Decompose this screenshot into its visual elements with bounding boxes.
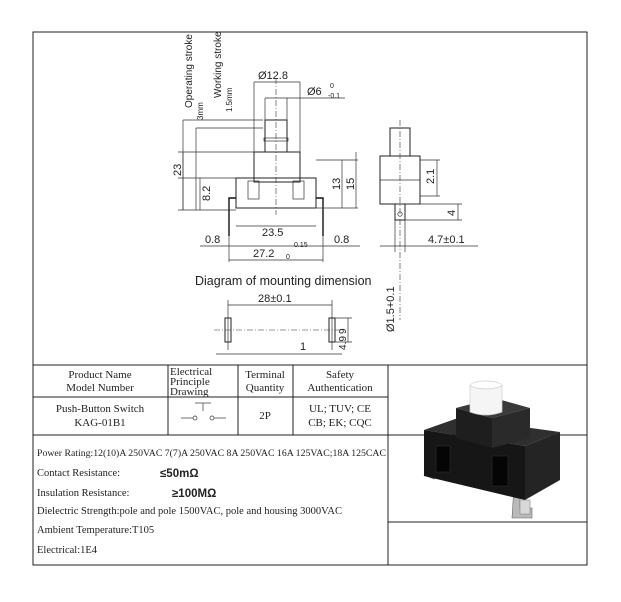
header-electrical-2: Principle	[170, 376, 210, 388]
insulation-resistance-label: Insulation Resistance:	[37, 488, 130, 499]
sheet-border	[32, 31, 588, 566]
dim-2-1: 2.1	[425, 169, 437, 184]
product-name: Push-Button Switch	[56, 403, 145, 415]
header-safety-1: Safety	[326, 369, 355, 381]
operating-stroke-label: Operating stroke	[184, 34, 195, 108]
header-model-number: Model Number	[66, 382, 134, 394]
safety-line-2: CB; EK; CQC	[308, 417, 372, 429]
dim-diameter-6-tol-upper: 0	[330, 83, 334, 90]
dielectric-strength: Dielectric Strength:pole and pole 1500VA…	[37, 506, 342, 517]
header-terminal-1: Terminal	[245, 369, 285, 381]
dim-1: 1	[300, 341, 306, 353]
dim-diameter-6-tol-lower: -0.1	[328, 93, 340, 100]
mounting-diagram	[214, 300, 352, 355]
dim-23: 23	[172, 164, 184, 176]
technical-drawing: Operating stroke 3mm Working stroke 1.5m…	[172, 31, 478, 355]
dim-0-8-right: 0.8	[334, 234, 349, 246]
dim-4-7: 4.7±0.1	[428, 234, 465, 246]
front-view	[178, 78, 360, 262]
dim-4-9: 4.9	[338, 336, 349, 350]
header-safety-2: Authentication	[307, 382, 373, 394]
product-photo	[423, 380, 560, 519]
dim-28: 28±0.1	[258, 293, 292, 305]
terminal-quantity: 2P	[259, 410, 271, 422]
side-view	[379, 120, 478, 320]
model-number: KAG-01B1	[74, 417, 125, 429]
header-electrical-3: Drawing	[170, 386, 209, 398]
insulation-resistance-value: ≥100MΩ	[172, 488, 216, 500]
ambient-temperature: Ambient Temperature:T105	[37, 525, 154, 536]
electrical-life: Electrical:1E4	[37, 545, 98, 556]
dim-27-2: 27.2	[253, 248, 274, 260]
specifications: Power Rating:12(10)A 250VAC 7(7)A 250VAC…	[37, 448, 386, 556]
dim-27-2-tol-upper: 0.15	[294, 242, 308, 249]
safety-line-1: UL; TUV; CE	[309, 403, 371, 415]
dim-27-2-tol-lower: 0	[286, 254, 290, 261]
working-stroke-label: Working stroke	[213, 31, 224, 98]
mounting-title: Diagram of mounting dimension	[195, 274, 372, 288]
working-stroke-value: 1.5mm	[225, 87, 234, 112]
dim-8-2: 8.2	[201, 186, 213, 201]
dim-23-5: 23.5	[262, 227, 283, 239]
dim-0-8-left: 0.8	[205, 234, 220, 246]
dim-diameter-6: Ø6	[307, 86, 322, 98]
switch-symbol-icon	[181, 402, 226, 421]
dim-1-5: Ø1.5+0.1	[385, 286, 397, 332]
header-electrical-1: Electrical	[170, 366, 212, 378]
spec-table: Product Name Model Number Electrical Pri…	[33, 364, 587, 565]
contact-resistance-label: Contact Resistance:	[37, 468, 120, 479]
dim-diameter-12-8: Ø12.8	[258, 70, 288, 82]
header-terminal-2: Quantity	[246, 382, 285, 394]
dim-15: 15	[345, 178, 357, 190]
header-product-name: Product Name	[68, 369, 131, 381]
dim-4: 4	[446, 210, 458, 216]
dim-13: 13	[331, 178, 343, 190]
power-rating: Power Rating:12(10)A 250VAC 7(7)A 250VAC…	[37, 448, 386, 459]
operating-stroke-value: 3mm	[196, 102, 205, 120]
dim-9: 9	[338, 328, 349, 334]
contact-resistance-value: ≤50mΩ	[160, 468, 199, 480]
